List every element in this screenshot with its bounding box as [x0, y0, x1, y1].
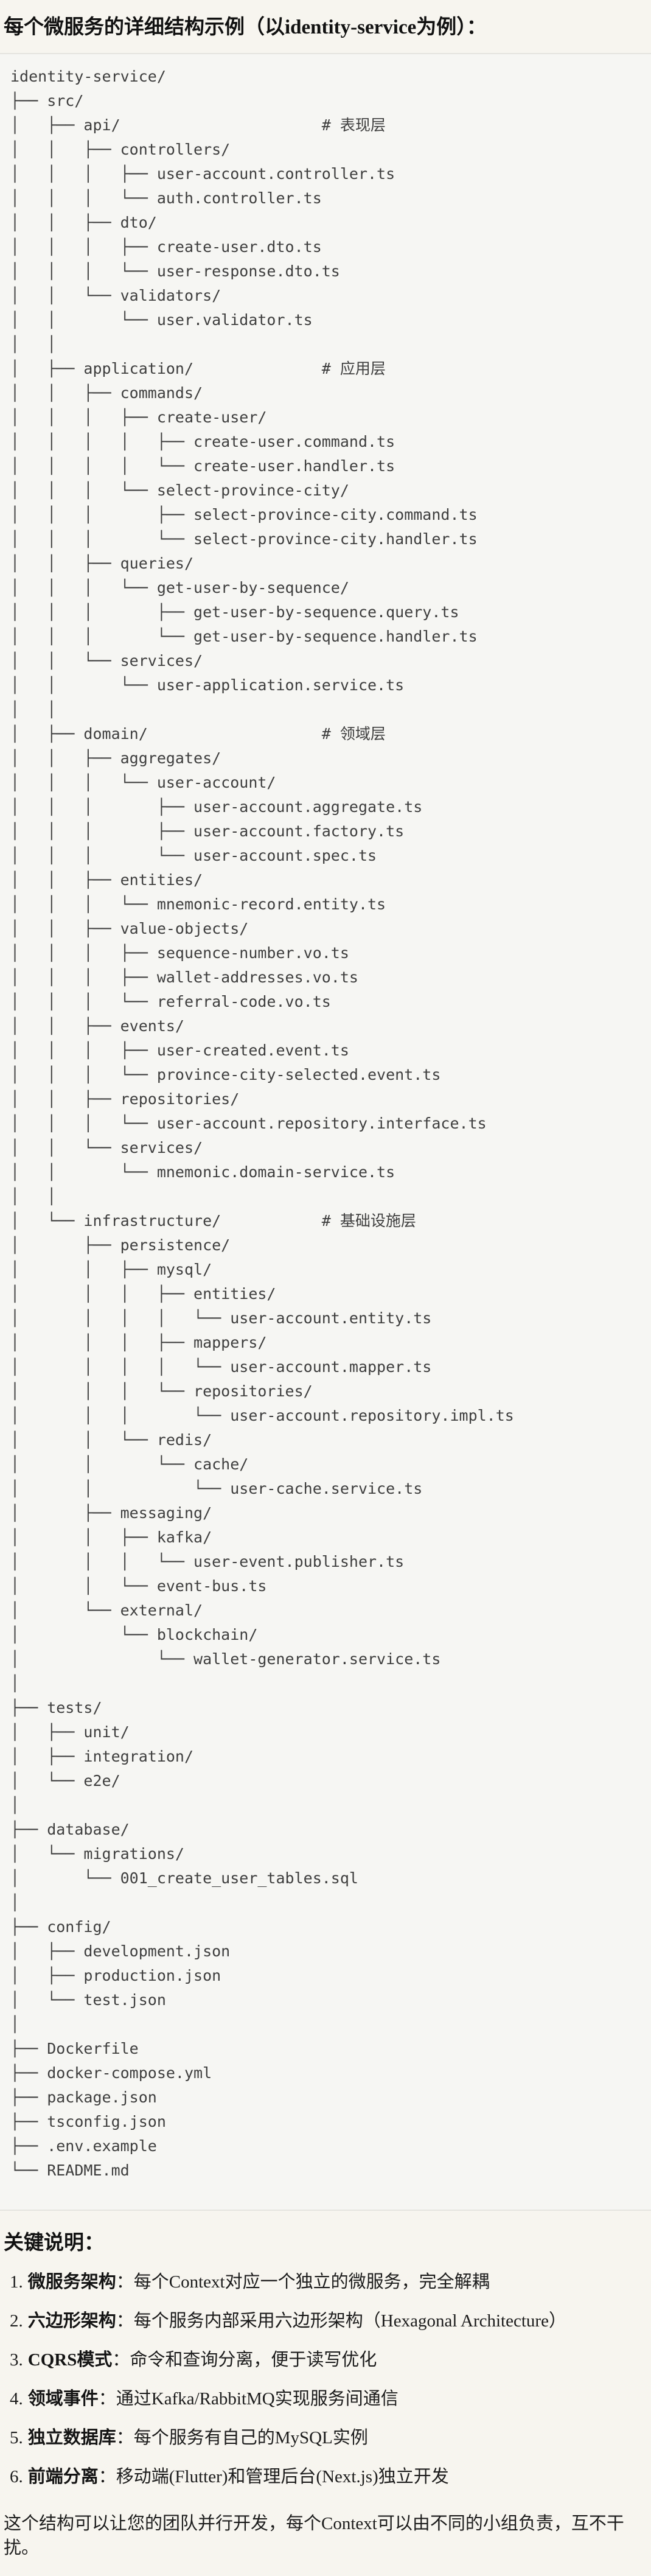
note-number: 3.	[10, 2350, 23, 2370]
note-item-frontend-split: 6.前端分离：移动端(Flutter)和管理后台(Next.js)独立开发	[10, 2465, 646, 2488]
note-item-microservice: 1.微服务架构：每个Context对应一个独立的微服务，完全解耦	[10, 2270, 646, 2294]
note-text: ：移动端(Flutter)和管理后台(Next.js)独立开发	[98, 2467, 449, 2487]
note-label: 微服务架构	[27, 2272, 116, 2292]
note-text: ：通过Kafka/RabbitMQ实现服务间通信	[98, 2389, 399, 2409]
note-number: 6.	[10, 2467, 23, 2487]
note-item-hexagonal: 2.六边形架构：每个服务内部采用六边形架构（Hexagonal Architec…	[10, 2309, 646, 2333]
notes-heading: 关键说明：	[4, 2232, 104, 2254]
code-block: identity-service/ ├── src/ │ ├── api/ # …	[0, 53, 651, 2211]
note-label: 独立数据库	[27, 2428, 116, 2448]
note-label: CQRS模式	[27, 2350, 113, 2370]
page-title: 每个微服务的详细结构示例（以identity-service为例）：	[4, 16, 487, 38]
note-item-cqrs: 3.CQRS模式：命令和查询分离，便于读写优化	[10, 2348, 646, 2371]
note-label: 领域事件	[27, 2389, 99, 2409]
note-text: ：每个服务有自己的MySQL实例	[116, 2428, 368, 2448]
directory-tree: identity-service/ ├── src/ │ ├── api/ # …	[10, 68, 514, 2179]
note-item-independent-db: 5.独立数据库：每个服务有自己的MySQL实例	[10, 2426, 646, 2449]
closing-paragraph: 这个结构可以让您的团队并行开发，每个Context可以由不同的小组负责，互不干扰…	[4, 2514, 624, 2558]
notes-section: 关键说明： 1.微服务架构：每个Context对应一个独立的微服务，完全解耦 2…	[0, 2211, 651, 2576]
note-text: ：每个Context对应一个独立的微服务，完全解耦	[116, 2272, 490, 2292]
note-label: 六边形架构	[27, 2311, 116, 2331]
note-number: 2.	[10, 2311, 23, 2331]
note-item-domain-events: 4.领域事件：通过Kafka/RabbitMQ实现服务间通信	[10, 2387, 646, 2410]
note-number: 1.	[10, 2272, 23, 2292]
note-number: 4.	[10, 2389, 23, 2409]
note-text: ：命令和查询分离，便于读写优化	[112, 2350, 377, 2370]
note-label: 前端分离	[27, 2467, 99, 2487]
note-text: ：每个服务内部采用六边形架构（Hexagonal Architecture）	[116, 2311, 566, 2331]
note-number: 5.	[10, 2428, 23, 2448]
